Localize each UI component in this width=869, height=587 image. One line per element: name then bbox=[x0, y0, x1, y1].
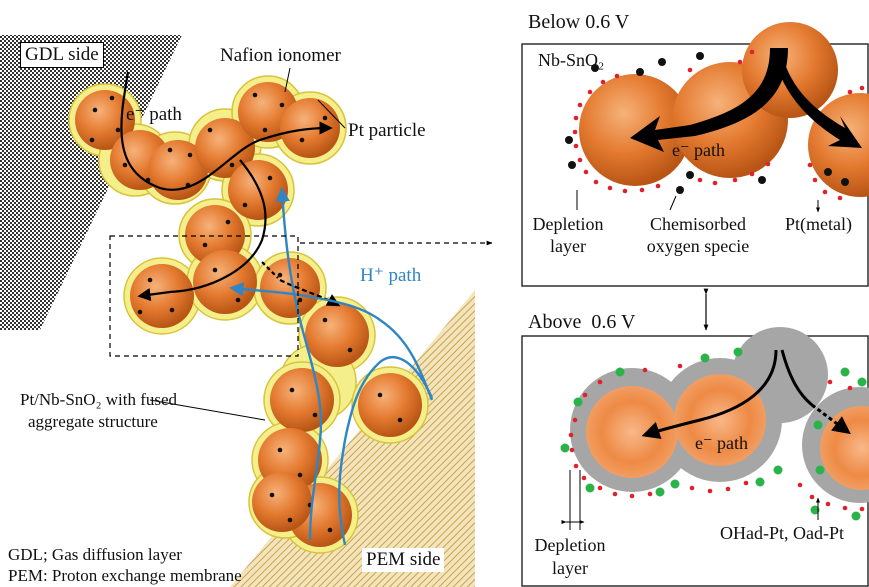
below-e-path-label: e⁻ path bbox=[672, 140, 725, 160]
above-depletion-2: layer bbox=[530, 558, 610, 578]
above-panel-title: Above 0.6 V bbox=[528, 312, 635, 332]
pem-side-label: PEM side bbox=[362, 548, 444, 572]
nb-sno2-label: Nb-SnO₂ bbox=[538, 50, 604, 70]
below-panel-title: Below 0.6 V bbox=[528, 12, 629, 32]
gdl-side-label: GDL side bbox=[20, 42, 104, 68]
below-depletion-1: Depletion bbox=[528, 214, 608, 234]
oh-ad-label: OHad-Pt, Oad-Pt bbox=[720, 523, 844, 543]
below-depletion-2: layer bbox=[528, 236, 608, 256]
aggregate-label-2: aggregate structure bbox=[28, 412, 158, 432]
legend-pem: PEM: Proton exchange membrane bbox=[8, 566, 242, 586]
legend-gdl: GDL; Gas diffusion layer bbox=[8, 545, 182, 565]
left-e-path-label: e⁻ path bbox=[126, 104, 182, 126]
aggregate-label-1: Pt/Nb-SnO₂ with fused bbox=[20, 390, 177, 410]
pt-metal-label: Pt(metal) bbox=[785, 214, 852, 234]
nafion-label: Nafion ionomer bbox=[220, 45, 341, 67]
chemisorbed-label-1: Chemisorbed bbox=[628, 214, 768, 234]
above-depletion-1: Depletion bbox=[530, 535, 610, 555]
h-path-label: H⁺ path bbox=[360, 265, 421, 287]
above-e-path-label: e⁻ path bbox=[695, 433, 748, 453]
pt-particle-label: Pt particle bbox=[348, 120, 426, 142]
chemisorbed-label-2: oxygen specie bbox=[628, 236, 768, 256]
